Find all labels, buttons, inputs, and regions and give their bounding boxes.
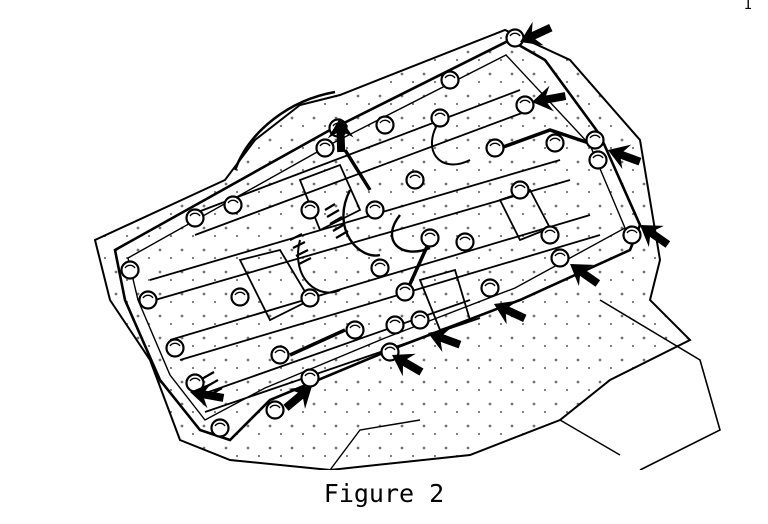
valve-body-plate xyxy=(113,38,642,442)
figure-caption: Figure 2 xyxy=(323,479,445,508)
page-edge-mark: I xyxy=(744,0,753,10)
gasket-holes xyxy=(95,30,690,470)
linkages xyxy=(289,128,596,357)
valve-body-illustration xyxy=(93,15,721,470)
